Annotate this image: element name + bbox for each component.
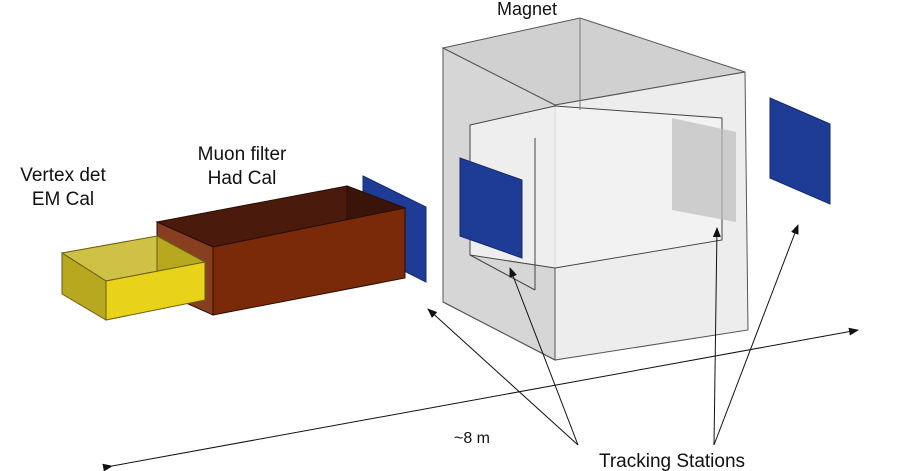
tracking-station-magnet-front: [459, 157, 523, 259]
distance-axis: [102, 327, 859, 471]
magnet-aperture-edge: [469, 254, 536, 291]
arrow-to-magnet-front-station: [509, 267, 579, 446]
tracking-station-arrows: [427, 224, 799, 446]
had-cal-label: Had Cal: [208, 168, 277, 189]
magnet-label: Magnet: [497, 0, 557, 19]
muon-filter-label: Muon filter: [198, 144, 287, 165]
magnet: [441, 17, 749, 361]
tracking-station-downstream: [769, 97, 831, 205]
vertex-left-face: [61, 252, 107, 321]
vertex-det-label: Vertex det: [20, 165, 106, 186]
tracking-station-inner: [672, 118, 736, 222]
tracking-stations-label: Tracking Stations: [599, 451, 745, 471]
arrow-to-downstream-station: [713, 224, 799, 446]
arrow-to-upstream-station: [427, 308, 579, 446]
vertex-box: [60, 235, 207, 321]
em-cal-label: EM Cal: [32, 189, 94, 210]
distance-label: ~8 m: [454, 430, 490, 447]
arrow-to-inner-station: [712, 227, 721, 446]
